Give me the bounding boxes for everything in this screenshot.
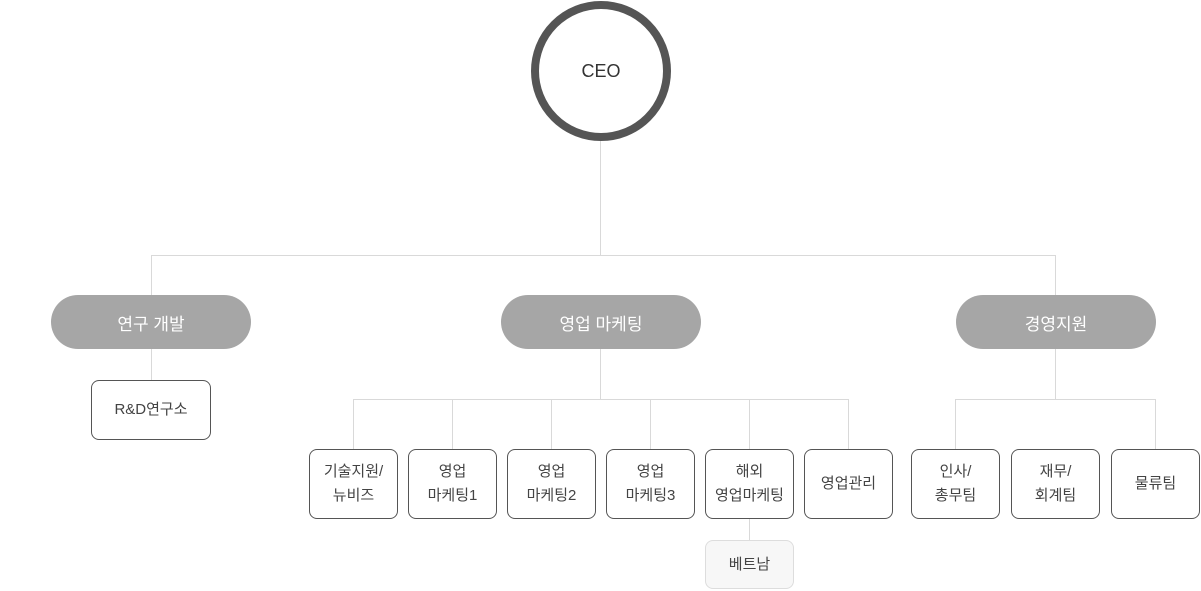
team-node: 물류팀 (1111, 449, 1200, 519)
ceo-node: CEO (531, 1, 671, 141)
team-node: 영업 마케팅1 (408, 449, 497, 519)
sub-team-vietnam: 베트남 (705, 540, 794, 589)
division-sales-marketing: 영업 마케팅 (501, 295, 701, 349)
team-node: 영업 마케팅2 (507, 449, 596, 519)
connector (151, 255, 1056, 256)
team-node: 영업 마케팅3 (606, 449, 695, 519)
division-rnd: 연구 개발 (51, 295, 251, 349)
team-node: 인사/ 총무팀 (911, 449, 1000, 519)
team-node: 해외 영업마케팅 (705, 449, 794, 519)
team-node: 영업관리 (804, 449, 893, 519)
team-rnd-lab: R&D연구소 (91, 380, 211, 440)
connector (848, 399, 849, 449)
connector (650, 399, 651, 449)
connector (353, 399, 354, 449)
team-node: 기술지원/ 뉴비즈 (309, 449, 398, 519)
connector (353, 399, 849, 400)
connector (955, 399, 1156, 400)
division-management: 경영지원 (956, 295, 1156, 349)
connector (600, 140, 601, 255)
connector (452, 399, 453, 449)
connector (955, 399, 956, 449)
connector (551, 399, 552, 449)
connector (1155, 399, 1156, 449)
team-node: 재무/ 회계팀 (1011, 449, 1100, 519)
connector (600, 349, 601, 399)
